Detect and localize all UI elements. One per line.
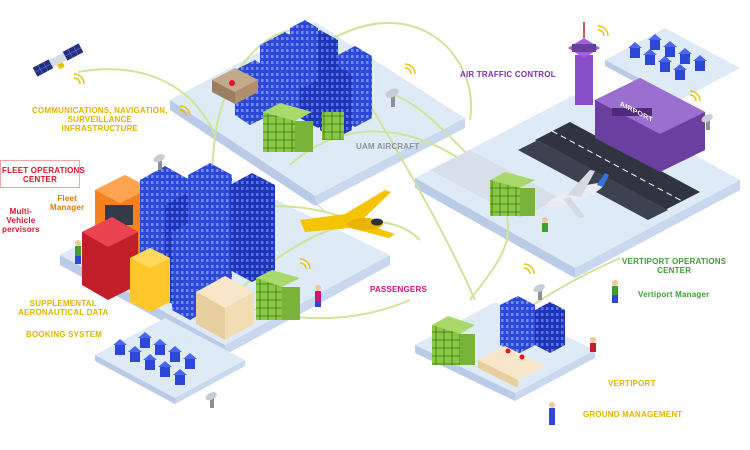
aircraft-icon [300,190,395,238]
person-icon [549,402,555,425]
vertiport-airport-building [490,172,535,216]
antenna-icon [701,114,713,130]
ground-management-label: GROUND MANAGEMENT [583,410,683,419]
air-traffic-control-label: AIR TRAFFIC CONTROL [460,70,556,79]
antenna-icon [533,284,545,300]
person-icon [612,280,618,303]
multi-vehicle-supervisors-label: Multi- Vehicle pervisors [2,207,40,234]
booking-system-label: BOOKING SYSTEM [26,330,103,339]
fleet-operations-center-box [0,160,80,188]
uam-aircraft-label: UAM AIRCRAFT [356,142,420,151]
houses-left [113,332,197,385]
houses-right [628,34,707,80]
satellite-icon [32,43,84,77]
cns-label: COMMUNICATIONS, NAVIGATION, SURVEILLANCE… [32,106,168,133]
person-icon [542,217,548,232]
airplane-icon [546,170,609,218]
antenna-icon [385,88,399,107]
person-icon [315,285,321,307]
person-icon [75,240,81,264]
vertiport-label: VERTIPORT [608,379,656,388]
antenna-icon [205,392,217,408]
vertiport-buildings [432,296,565,388]
vertiport-manager-label: Vertiport Manager [638,290,710,299]
fleet-operations-center-label: FLEET OPERATIONS CENTER [2,166,86,184]
top-city-buildings [212,20,372,152]
wifi-icon [179,25,701,275]
vertiport-operations-center-label: VERTIPORT OPERATIONS CENTER [622,257,727,275]
airport-terminal [595,78,705,172]
fleet-manager-label: Fleet Manager [50,194,85,212]
antenna-icon [153,154,165,170]
control-tower-icon [568,22,600,105]
supplemental-aeronautical-data-label: SUPPLEMENTAL AERONAUTICAL DATA [18,299,109,317]
passengers-label: PASSENGERS [370,285,427,294]
main-city-buildings [82,163,300,340]
person-icon [590,337,596,352]
wifi-icon [73,73,85,85]
